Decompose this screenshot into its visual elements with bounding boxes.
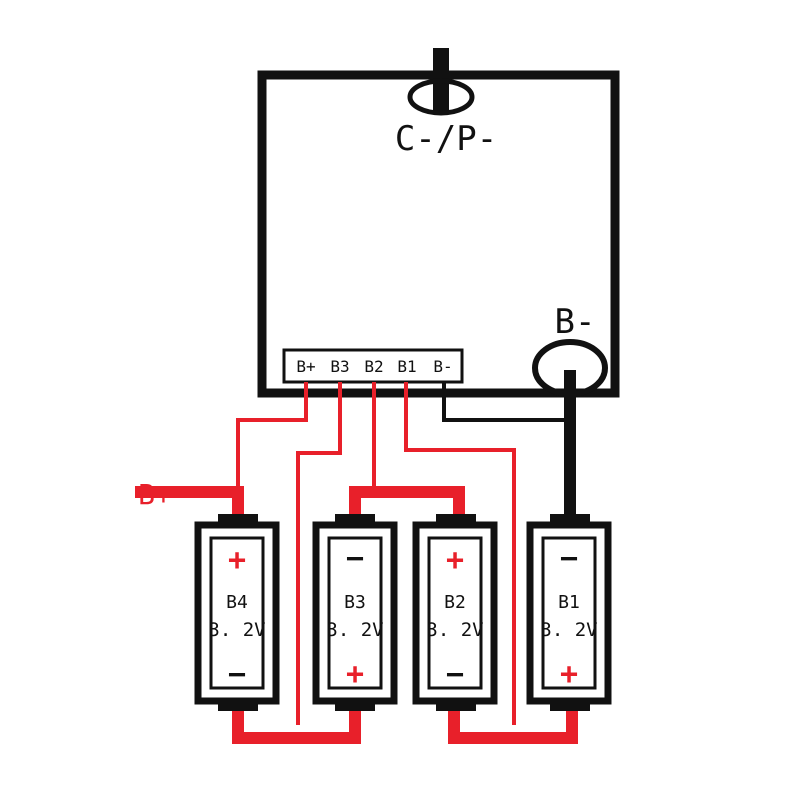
external-bplus-label: B+	[138, 478, 172, 511]
balance-wire-bplus	[236, 382, 308, 490]
main-bplus-wire	[135, 486, 244, 516]
cell-b3-bottom-sign: +	[346, 657, 364, 692]
cell-b3-voltage: 3. 2V	[326, 619, 383, 641]
cell-b1: − B1 3. 2V +	[526, 514, 612, 711]
series-link-b4-b3	[232, 703, 361, 744]
cell-b2-inner	[427, 536, 483, 690]
cell-b1-inner	[541, 536, 597, 690]
cell-b1-bottom-sign: +	[560, 657, 578, 692]
series-link-b2-b1	[448, 703, 578, 744]
cell-b2-bottom-cap	[436, 699, 476, 711]
cell-b4-name: B4	[226, 592, 248, 613]
cell-b3-top-sign: −	[346, 541, 364, 576]
balance-wire-b3	[296, 382, 342, 725]
terminal-bplus: B+	[296, 357, 315, 376]
terminal-bminus: B-	[433, 357, 452, 376]
cell-b1-voltage: 3. 2V	[540, 619, 597, 641]
cell-b2-bottom-sign: −	[446, 657, 464, 692]
cell-b3-name: B3	[344, 592, 366, 613]
cell-b2-voltage: 3. 2V	[426, 619, 483, 641]
cell-b4-top-sign: +	[228, 543, 246, 578]
bminus-label: B-	[555, 302, 596, 342]
output-label: C-/P-	[395, 119, 497, 159]
balance-wire-b1	[404, 382, 516, 725]
cell-b1-top-sign: −	[560, 541, 578, 576]
cell-b4: + B4 3. 2V −	[194, 514, 280, 711]
cell-b1-name: B1	[558, 592, 580, 613]
terminal-b1: B1	[397, 357, 416, 376]
cell-b4-inner	[209, 536, 265, 690]
balance-wire-bminus	[442, 382, 568, 422]
cell-b2: + B2 3. 2V −	[412, 514, 498, 711]
cell-b4-bottom-sign: −	[228, 657, 246, 692]
cell-b1-bottom-cap	[550, 699, 590, 711]
output-ring	[407, 78, 475, 116]
series-link-b3-b2	[349, 486, 465, 516]
cell-b3-bottom-cap	[335, 699, 375, 711]
cell-b2-top-sign: +	[446, 543, 464, 578]
cell-b4-bottom-cap	[218, 699, 258, 711]
cell-b4-voltage: 3. 2V	[208, 619, 265, 641]
cell-b3-inner	[327, 536, 383, 690]
cell-b3: − B3 3. 2V +	[312, 514, 398, 711]
terminal-b3: B3	[330, 357, 349, 376]
cell-b2-name: B2	[444, 592, 466, 613]
terminal-b2: B2	[364, 357, 383, 376]
